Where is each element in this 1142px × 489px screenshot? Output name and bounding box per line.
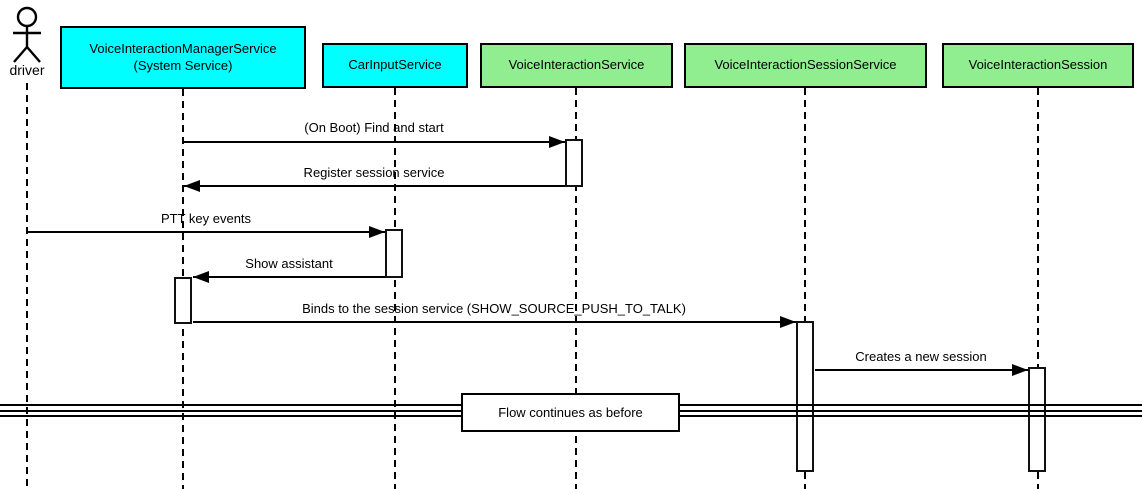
actor-driver-label: driver	[9, 62, 45, 78]
arrowhead-right-icon	[1012, 364, 1028, 376]
message-ptt-key-events-label: PTT key events	[160, 211, 252, 226]
message-creates-new-session-line	[815, 369, 1028, 371]
participant-car-input-service: CarInputService	[322, 43, 468, 88]
message-register-session-service-line	[184, 185, 565, 187]
participant-voice-interaction-manager-service: VoiceInteractionManagerService (System S…	[60, 26, 306, 89]
participant-label: VoiceInteractionManagerService	[89, 41, 277, 57]
message-ptt-key-events-line	[27, 231, 385, 233]
arrowhead-right-icon	[369, 226, 385, 238]
message-binds-to-session-service-line	[193, 321, 796, 323]
message-register-session-service-label: Register session service	[303, 165, 445, 180]
participant-label: CarInputService	[348, 57, 442, 73]
arrowhead-left-icon	[184, 180, 200, 192]
participant-voice-interaction-service: VoiceInteractionService	[480, 43, 673, 88]
divider-label-text: Flow continues as before	[498, 405, 643, 420]
arrowhead-right-icon	[549, 136, 565, 148]
activation-voice-interaction-service	[565, 139, 583, 187]
participant-label: VoiceInteractionService	[508, 57, 645, 73]
lifeline-car-input-service	[394, 88, 396, 489]
message-show-assistant-label: Show assistant	[245, 256, 333, 271]
participant-voice-interaction-session-service: VoiceInteractionSessionService	[684, 43, 927, 88]
message-show-assistant-line	[193, 276, 385, 278]
message-creates-new-session-label: Creates a new session	[855, 349, 987, 364]
message-on-boot-find-and-start-line	[183, 141, 565, 143]
message-binds-to-session-service-label: Binds to the session service (SHOW_SOURC…	[302, 301, 686, 316]
lifeline-driver	[26, 83, 28, 489]
participant-label: VoiceInteractionSession	[968, 57, 1108, 73]
divider-label-box: Flow continues as before	[461, 393, 680, 432]
activation-voice-interaction-session-service	[796, 321, 814, 472]
actor-driver: driver	[0, 0, 54, 84]
arrowhead-right-icon	[780, 316, 796, 328]
activation-voice-interaction-manager-service	[174, 277, 192, 324]
activation-car-input-service	[385, 229, 403, 278]
lifeline-voice-interaction-session-service	[804, 88, 806, 489]
arrowhead-left-icon	[193, 271, 209, 283]
message-on-boot-find-and-start-label: (On Boot) Find and start	[304, 120, 444, 135]
participant-label: VoiceInteractionSessionService	[714, 57, 897, 73]
activation-voice-interaction-session	[1028, 367, 1046, 472]
lifeline-voice-interaction-service	[575, 88, 577, 489]
lifeline-voice-interaction-session	[1037, 88, 1039, 489]
actor-stick-figure-icon	[13, 6, 41, 63]
participant-voice-interaction-session: VoiceInteractionSession	[942, 43, 1134, 88]
participant-sublabel: (System Service)	[133, 57, 233, 73]
